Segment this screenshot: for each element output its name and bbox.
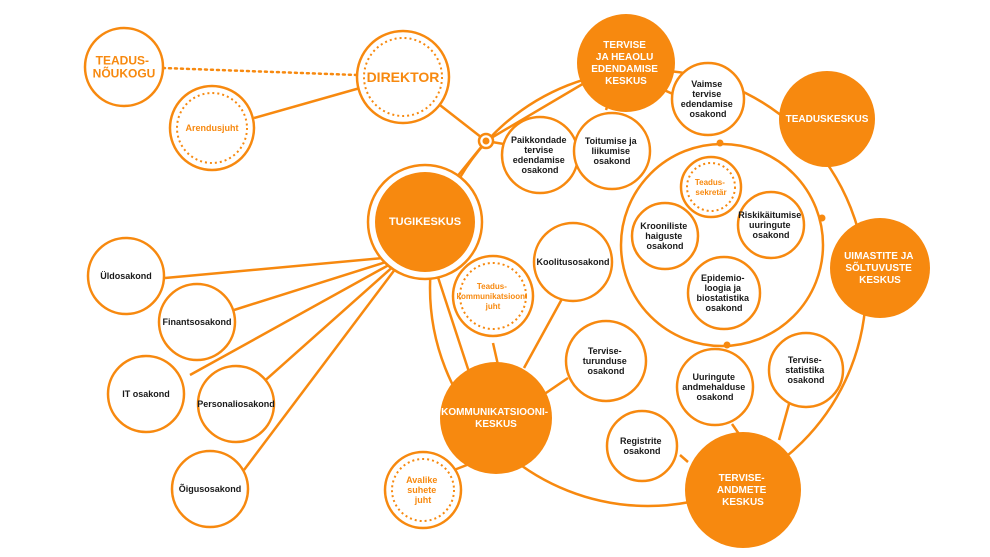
svg-text:Krooniliste haiguste: Krooniliste haiguste osakond [640, 221, 690, 251]
node-teaduskeskus: TEADUSKESKUS [779, 71, 875, 167]
svg-text:Epidemio- loogia ja: Epidemio- loogia ja biostatistika osakon… [696, 273, 751, 313]
connectors [161, 66, 791, 472]
node-it-osakond: IT osakond [106, 354, 186, 434]
svg-text:Koolitusosakond: Koolitusosakond [536, 257, 609, 267]
svg-text:DIREKTOR: DIREKTOR [367, 69, 440, 85]
svg-text:TERVISE- ANDMETE K: TERVISE- ANDMETE KESKUS [717, 473, 769, 508]
svg-text:Vaimse tervise ede: Vaimse tervise edendamise osakond [681, 79, 736, 119]
node-oigusosakond: Õigusosakond [170, 449, 250, 529]
node-registrite: Registrite osakond [605, 409, 679, 483]
node-direktor: DIREKTOR [355, 29, 451, 125]
svg-text:Teadus- kommunikatsiooni: Teadus- kommunikatsiooni juht [457, 282, 530, 311]
node-personaliosakond: Personaliosakond [196, 364, 276, 444]
svg-text:Uuringute andmehalduse: Uuringute andmehalduse osakond [682, 372, 748, 402]
node-kommunikatsioonikeskus: KOMMUNIKATSIOONI- KESKUS [440, 362, 552, 474]
node-finantsosakond: Finantsosakond [157, 282, 237, 362]
node-koolitusosakond: Koolitusosakond [532, 221, 614, 303]
node-toitumise: Toitumise ja liikumise osakond [572, 111, 652, 191]
node-teadussekretar: Teadus- sekretär [679, 155, 743, 219]
svg-text:Finantsosakond: Finantsosakond [162, 317, 231, 327]
node-teadusnoukogu: TEADUS- NÕUKOGU [83, 26, 165, 108]
node-krooniliste: Krooniliste haiguste osakond [630, 201, 700, 271]
svg-text:Toitumise ja liikumise: Toitumise ja liikumise osakond [585, 136, 639, 166]
svg-text:Personaliosakond: Personaliosakond [197, 399, 275, 409]
svg-text:Teadus- sekretär: Teadus- sekretär [695, 178, 727, 197]
node-tervise-turunduse: Tervise- turunduse osakond [564, 319, 648, 403]
svg-text:Arendusjuht: Arendusjuht [186, 123, 239, 133]
svg-text:KOMMUNIKATSIOONI- KESKUS: KOMMUNIKATSIOONI- KESKUS [441, 407, 551, 430]
svg-text:Avalike suhete juh: Avalike suhete juht [406, 475, 440, 505]
svg-text:Registrite osakond: Registrite osakond [620, 436, 664, 456]
svg-text:TEADUS- NÕUKOGU: TEADUS- NÕUKOGU [93, 54, 156, 81]
svg-text:TUGIKESKUS: TUGIKESKUS [389, 216, 461, 228]
svg-text:IT osakond: IT osakond [122, 389, 170, 399]
svg-text:Õigusosakond: Õigusosakond [179, 484, 242, 494]
node-tugikeskus: TUGIKESKUS [366, 163, 484, 281]
node-riskikaitumise: Riskikäitumise uuringute osakond [736, 190, 806, 260]
node-tervisestatistika: Tervise- statistika osakond [767, 331, 845, 409]
svg-text:Tervise- turunduse: Tervise- turunduse osakond [583, 346, 630, 376]
svg-text:Üldosakond: Üldosakond [100, 271, 152, 281]
node-uimastite-keskus: UIMASTITE JA SÕLTUVUSTE KESKUS [830, 218, 930, 318]
node-teaduskommunikatsiooni-juht: Teadus- kommunikatsiooni juht [451, 254, 535, 338]
node-avalike-suhete-juht: Avalike suhete juht [383, 450, 463, 530]
node-uldosakond: Üldosakond [86, 236, 166, 316]
node-vaimse-tervise: Vaimse tervise edendamise osakond [670, 61, 746, 137]
svg-text:Riskikäitumise uuringute: Riskikäitumise uuringute osakond [738, 210, 804, 240]
svg-text:Tervise- statistika: Tervise- statistika osakond [785, 355, 827, 385]
node-paikkondade: Paikkondade tervise edendamise osakond [500, 115, 580, 195]
svg-text:TEADUSKESKUS: TEADUSKESKUS [786, 114, 869, 125]
svg-text:UIMASTITE JA SÕLTUVUSTE: UIMASTITE JA SÕLTUVUSTE KESKUS [844, 251, 916, 286]
svg-text:TERVISE JA HEAOLU: TERVISE JA HEAOLU EDENDAMISE KESKUS [591, 40, 660, 87]
junction-dots [477, 132, 826, 349]
svg-text:Paikkondade tervise: Paikkondade tervise edendamise osakond [511, 135, 569, 175]
node-tervise-heaolu-keskus: TERVISE JA HEAOLU EDENDAMISE KESKUS [577, 14, 675, 112]
node-arendusjuht: Arendusjuht [168, 84, 256, 172]
node-uuringute-andmehalduse: Uuringute andmehalduse osakond [675, 347, 755, 427]
node-terviseandmete-keskus: TERVISE- ANDMETE KESKUS [685, 432, 801, 548]
node-epidemioloogia: Epidemio- loogia ja biostatistika osakon… [686, 255, 762, 331]
